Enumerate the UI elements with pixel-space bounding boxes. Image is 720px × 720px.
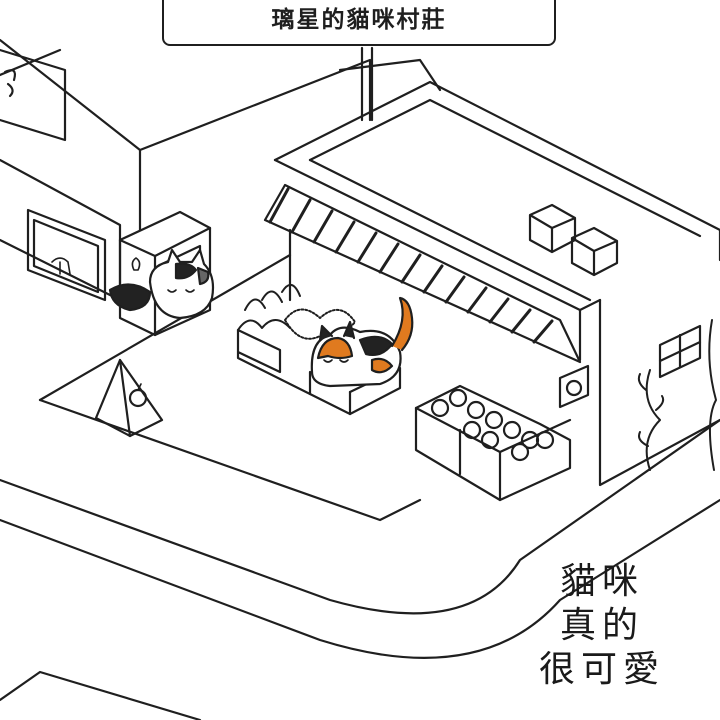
apple-a-frame-sign[interactable] bbox=[94, 358, 164, 438]
village-title: 璃星的貓咪村莊 bbox=[271, 6, 447, 33]
black-white-cat[interactable] bbox=[108, 248, 215, 320]
window-cat-icon bbox=[51, 257, 71, 275]
fruit-shop[interactable] bbox=[263, 80, 720, 487]
caption-line-1: 貓咪 bbox=[559, 561, 644, 602]
shop-sign-icon bbox=[3, 69, 17, 98]
vine-decoration bbox=[637, 319, 717, 471]
caption-line-3: 很可愛 bbox=[538, 649, 665, 690]
calico-cat[interactable] bbox=[310, 296, 414, 388]
caption-line-2: 真的 bbox=[559, 605, 644, 646]
pear-icon bbox=[131, 257, 141, 271]
apple-icon bbox=[128, 388, 148, 408]
road-lines bbox=[0, 253, 720, 720]
village-title-banner[interactable]: 璃星的貓咪村莊 bbox=[162, 0, 556, 46]
left-building[interactable] bbox=[0, 38, 372, 337]
greens-pile bbox=[284, 308, 356, 340]
apple-sign-icon bbox=[565, 379, 583, 397]
utility-pole bbox=[338, 46, 442, 122]
caption-text: 貓咪 真的 很可愛 bbox=[512, 560, 692, 692]
produce-stand[interactable] bbox=[236, 284, 572, 502]
